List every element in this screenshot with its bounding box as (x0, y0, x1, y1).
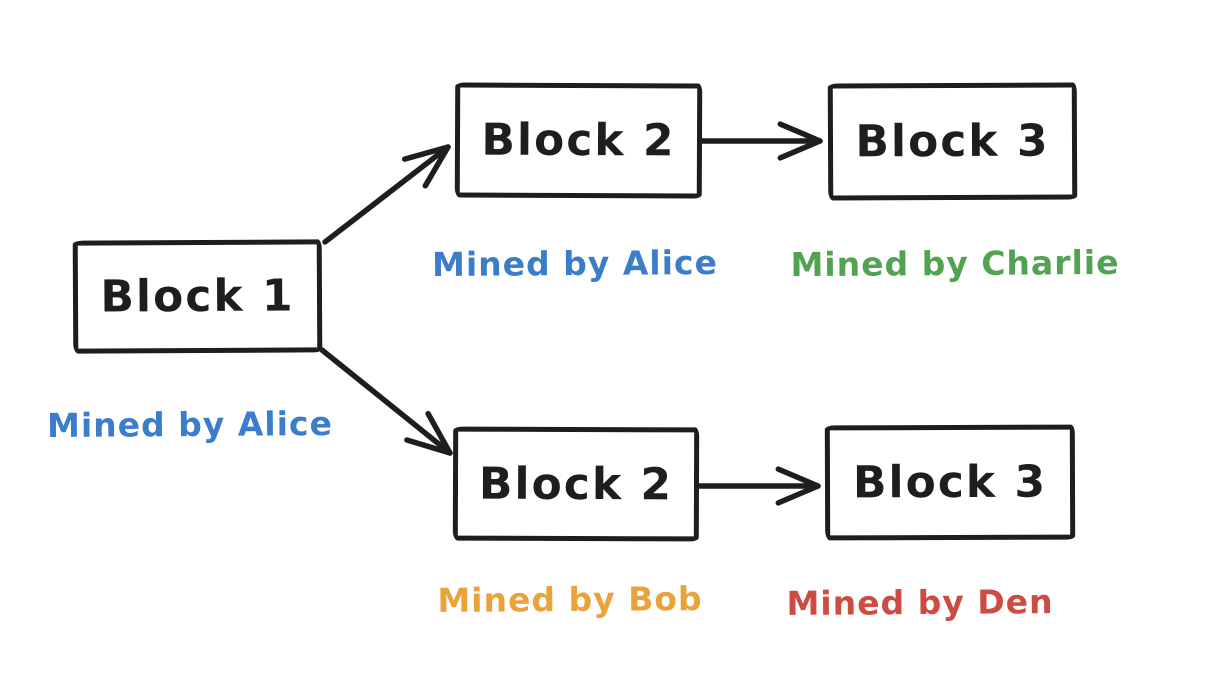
arrow-block2-top-to-block3-top (697, 121, 823, 161)
miner-label-block-2-bottom: Mined by Bob (437, 579, 703, 620)
miner-label-block-3-top: Mined by Charlie (790, 242, 1120, 285)
block-2-top-label: Block 2 (481, 114, 676, 167)
block-3-bottom: Block 3 (824, 424, 1076, 541)
miner-label-block-3-bottom: Mined by Den (786, 582, 1054, 623)
miner-label-block-2-top: Mined by Alice (431, 243, 719, 284)
miner-label-block-1: Mined by Alice (46, 404, 334, 445)
arrow-block2-bottom-to-block3-bottom (694, 466, 821, 506)
block-3-bottom-label: Block 3 (852, 456, 1048, 509)
block-1: Block 1 (72, 239, 323, 354)
block-1-label: Block 1 (100, 270, 295, 323)
block-2-top: Block 2 (454, 82, 703, 199)
arrow-block1-to-block2-top (322, 144, 451, 245)
block-2-bottom-label: Block 2 (478, 458, 674, 510)
block-3-top-label: Block 3 (855, 115, 1050, 168)
block-2-bottom: Block 2 (452, 426, 700, 542)
block-3-top: Block 3 (827, 82, 1078, 201)
